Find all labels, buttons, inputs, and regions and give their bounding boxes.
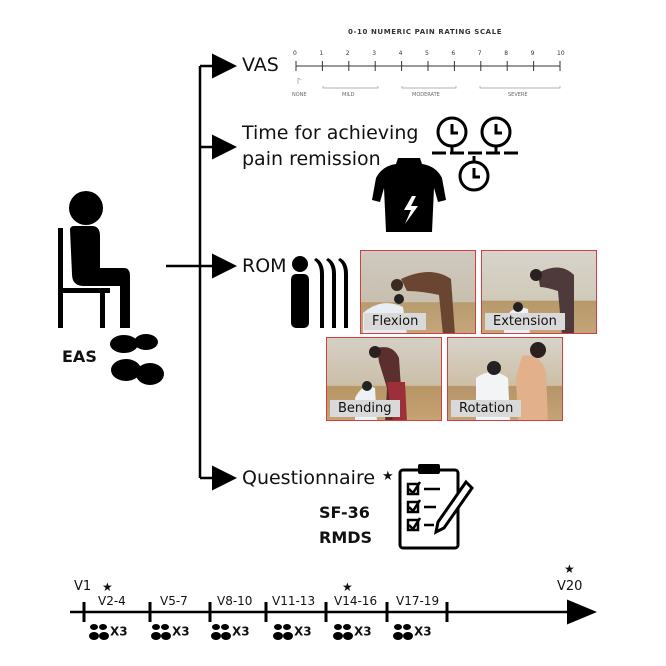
footprints-icon [333,623,353,640]
rotation-figure [476,342,548,420]
pain-scale [295,61,561,89]
footprints-icon [110,334,164,385]
timeline-v1: V1 [74,579,92,594]
timeline-star-3: ★ [564,562,575,576]
photo-rotation: Rotation [447,337,563,421]
timeline-session-marker: X3 [88,621,128,641]
timeline-session-marker: X3 [150,621,190,641]
segment-label-2: V8-10 [217,594,253,608]
time-label-line1: Time for achieving [242,122,419,144]
pain-scale-tick-label: 6 [451,50,456,57]
photo-bending: Bending [326,337,442,421]
clocks-icon [432,116,518,192]
pain-scale-tick-label: 1 [319,50,324,57]
rotation-caption: Rotation [451,400,522,417]
footprints-icon [393,623,413,640]
pain-scale-tick-label: 2 [345,50,350,57]
rom-label: ROM [242,255,287,277]
pain-zone-mild: MILD [342,92,355,98]
pain-scale-tick-label: 0 [293,50,297,57]
clipboard-checklist-icon [398,464,474,550]
pain-scale-tick-label: 8 [504,50,509,57]
timeline-session-marker: X3 [272,621,312,641]
flexion-caption: Flexion [364,313,427,330]
eas-label: EAS [62,347,97,366]
segment-label-1: V5-7 [160,594,188,608]
footprints-icon [89,623,109,640]
pain-scale-tick-label: 10 [557,50,565,57]
pain-scale-tick-label: 5 [425,50,429,57]
segment-label-0: V2-4 [98,594,126,608]
vas-label: VAS [242,54,279,76]
timeline-star-2: ★ [342,580,353,594]
timeline-star-1: ★ [102,580,113,594]
session-multiplier-label: X3 [172,624,190,639]
time-label-line2: pain remission [242,148,381,170]
pain-zone-none: NONE [292,92,307,98]
torso-pain-icon [372,158,446,232]
pain-scale-tick-label: 7 [477,50,482,57]
pain-scale-tick-label: 9 [530,50,535,57]
pain-scale-tick-label: 4 [398,50,403,57]
photo-flexion: Flexion [360,250,476,334]
session-multiplier-label: X3 [354,624,372,639]
questionnaire-label: Questionnaire [242,467,376,489]
pain-scale-title: 0-10 NUMERIC PAIN RATING SCALE [348,28,503,36]
session-multiplier-label: X3 [232,624,250,639]
session-multiplier-label: X3 [294,624,312,639]
people-icon [291,256,348,328]
footprints-icon [273,623,293,640]
timeline-v20: V20 [557,579,583,594]
session-multiplier-label: X3 [414,624,432,639]
session-multiplier-label: X3 [110,624,128,639]
pain-scale-tick-label: 3 [372,50,377,57]
timeline-session-marker: X3 [392,621,432,641]
photo-extension: Extension [481,250,597,334]
questionnaire-star: ★ [382,469,394,484]
pain-zone-severe: SEVERE [508,92,528,98]
sf36-label: SF-36 [319,503,370,522]
timeline-session-marker: X3 [210,621,250,641]
rmds-label: RMDS [319,528,373,547]
segment-label-4: V14-16 [334,594,378,608]
segment-label-5: V17-19 [396,594,440,608]
seated-person-icon [58,191,130,328]
timeline-session-marker: X3 [332,621,372,641]
extension-caption: Extension [485,313,565,330]
footprints-icon [151,623,171,640]
pain-zone-moderate: MODERATE [412,92,440,98]
footprints-icon [211,623,231,640]
bending-caption: Bending [330,400,400,417]
segment-label-3: V11-13 [272,594,316,608]
